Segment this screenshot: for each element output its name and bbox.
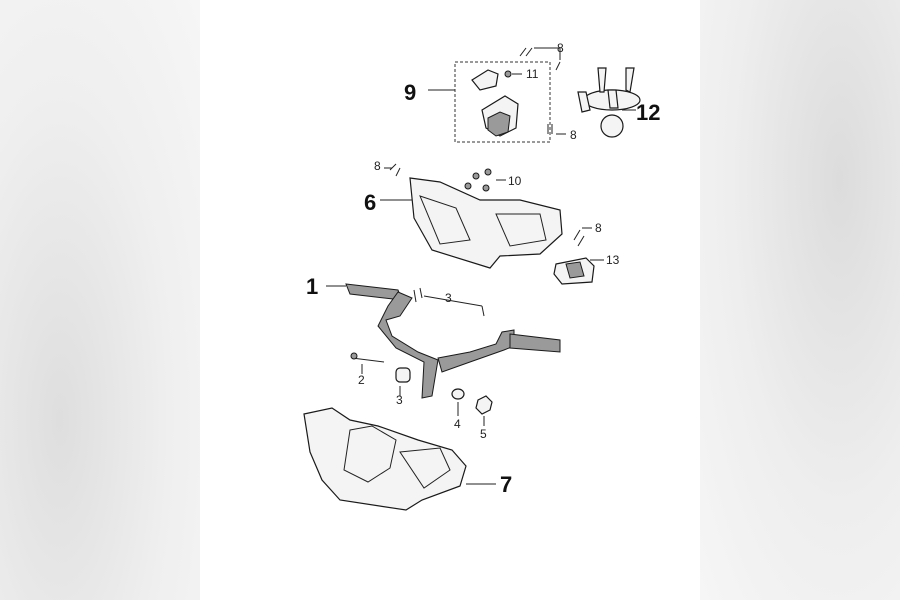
part-9-dashed-frame [454,61,551,143]
callout-11: 11 [526,67,539,81]
callout-6: 6 [364,190,376,215]
part-9-switch-cap [471,69,499,91]
part-8-screws-top [519,47,566,135]
leader-3a [423,295,483,307]
part-13-bracket [553,257,604,285]
callout-13: 13 [606,253,620,267]
callout-3-upper: 3 [445,291,452,305]
callout-8-left: 8 [374,159,381,173]
callout-2: 2 [358,373,365,387]
part-5-nut [475,395,493,426]
callout-5: 5 [480,427,487,441]
left-backdrop [0,0,200,600]
callout-8-right: 8 [570,128,577,142]
callout-3-lower: 3 [396,393,403,407]
part-4-washer [451,388,465,416]
part-2-bolt [350,352,385,374]
mirror-mount-icon [577,67,641,138]
handlebar-icon [326,283,561,399]
handlebar-front-cover-icon [303,407,496,511]
part-11-bolt [504,70,512,78]
callout-7: 7 [500,472,512,497]
callout-4: 4 [454,417,461,431]
handlebar-rear-cover-icon [380,168,563,269]
callout-10: 10 [508,174,522,188]
callout-9: 9 [404,80,416,105]
part-9-group [428,61,551,143]
callout-8-lower: 8 [595,221,602,235]
right-backdrop [700,0,900,600]
callout-12: 12 [636,100,660,125]
part-9-switch-body [487,111,511,137]
callout-1: 1 [306,274,318,299]
part-3-spacer [395,367,411,396]
part-3-screws [413,287,485,317]
part-8-screws-mid [384,163,592,247]
callout-8-top: 8 [557,41,564,55]
